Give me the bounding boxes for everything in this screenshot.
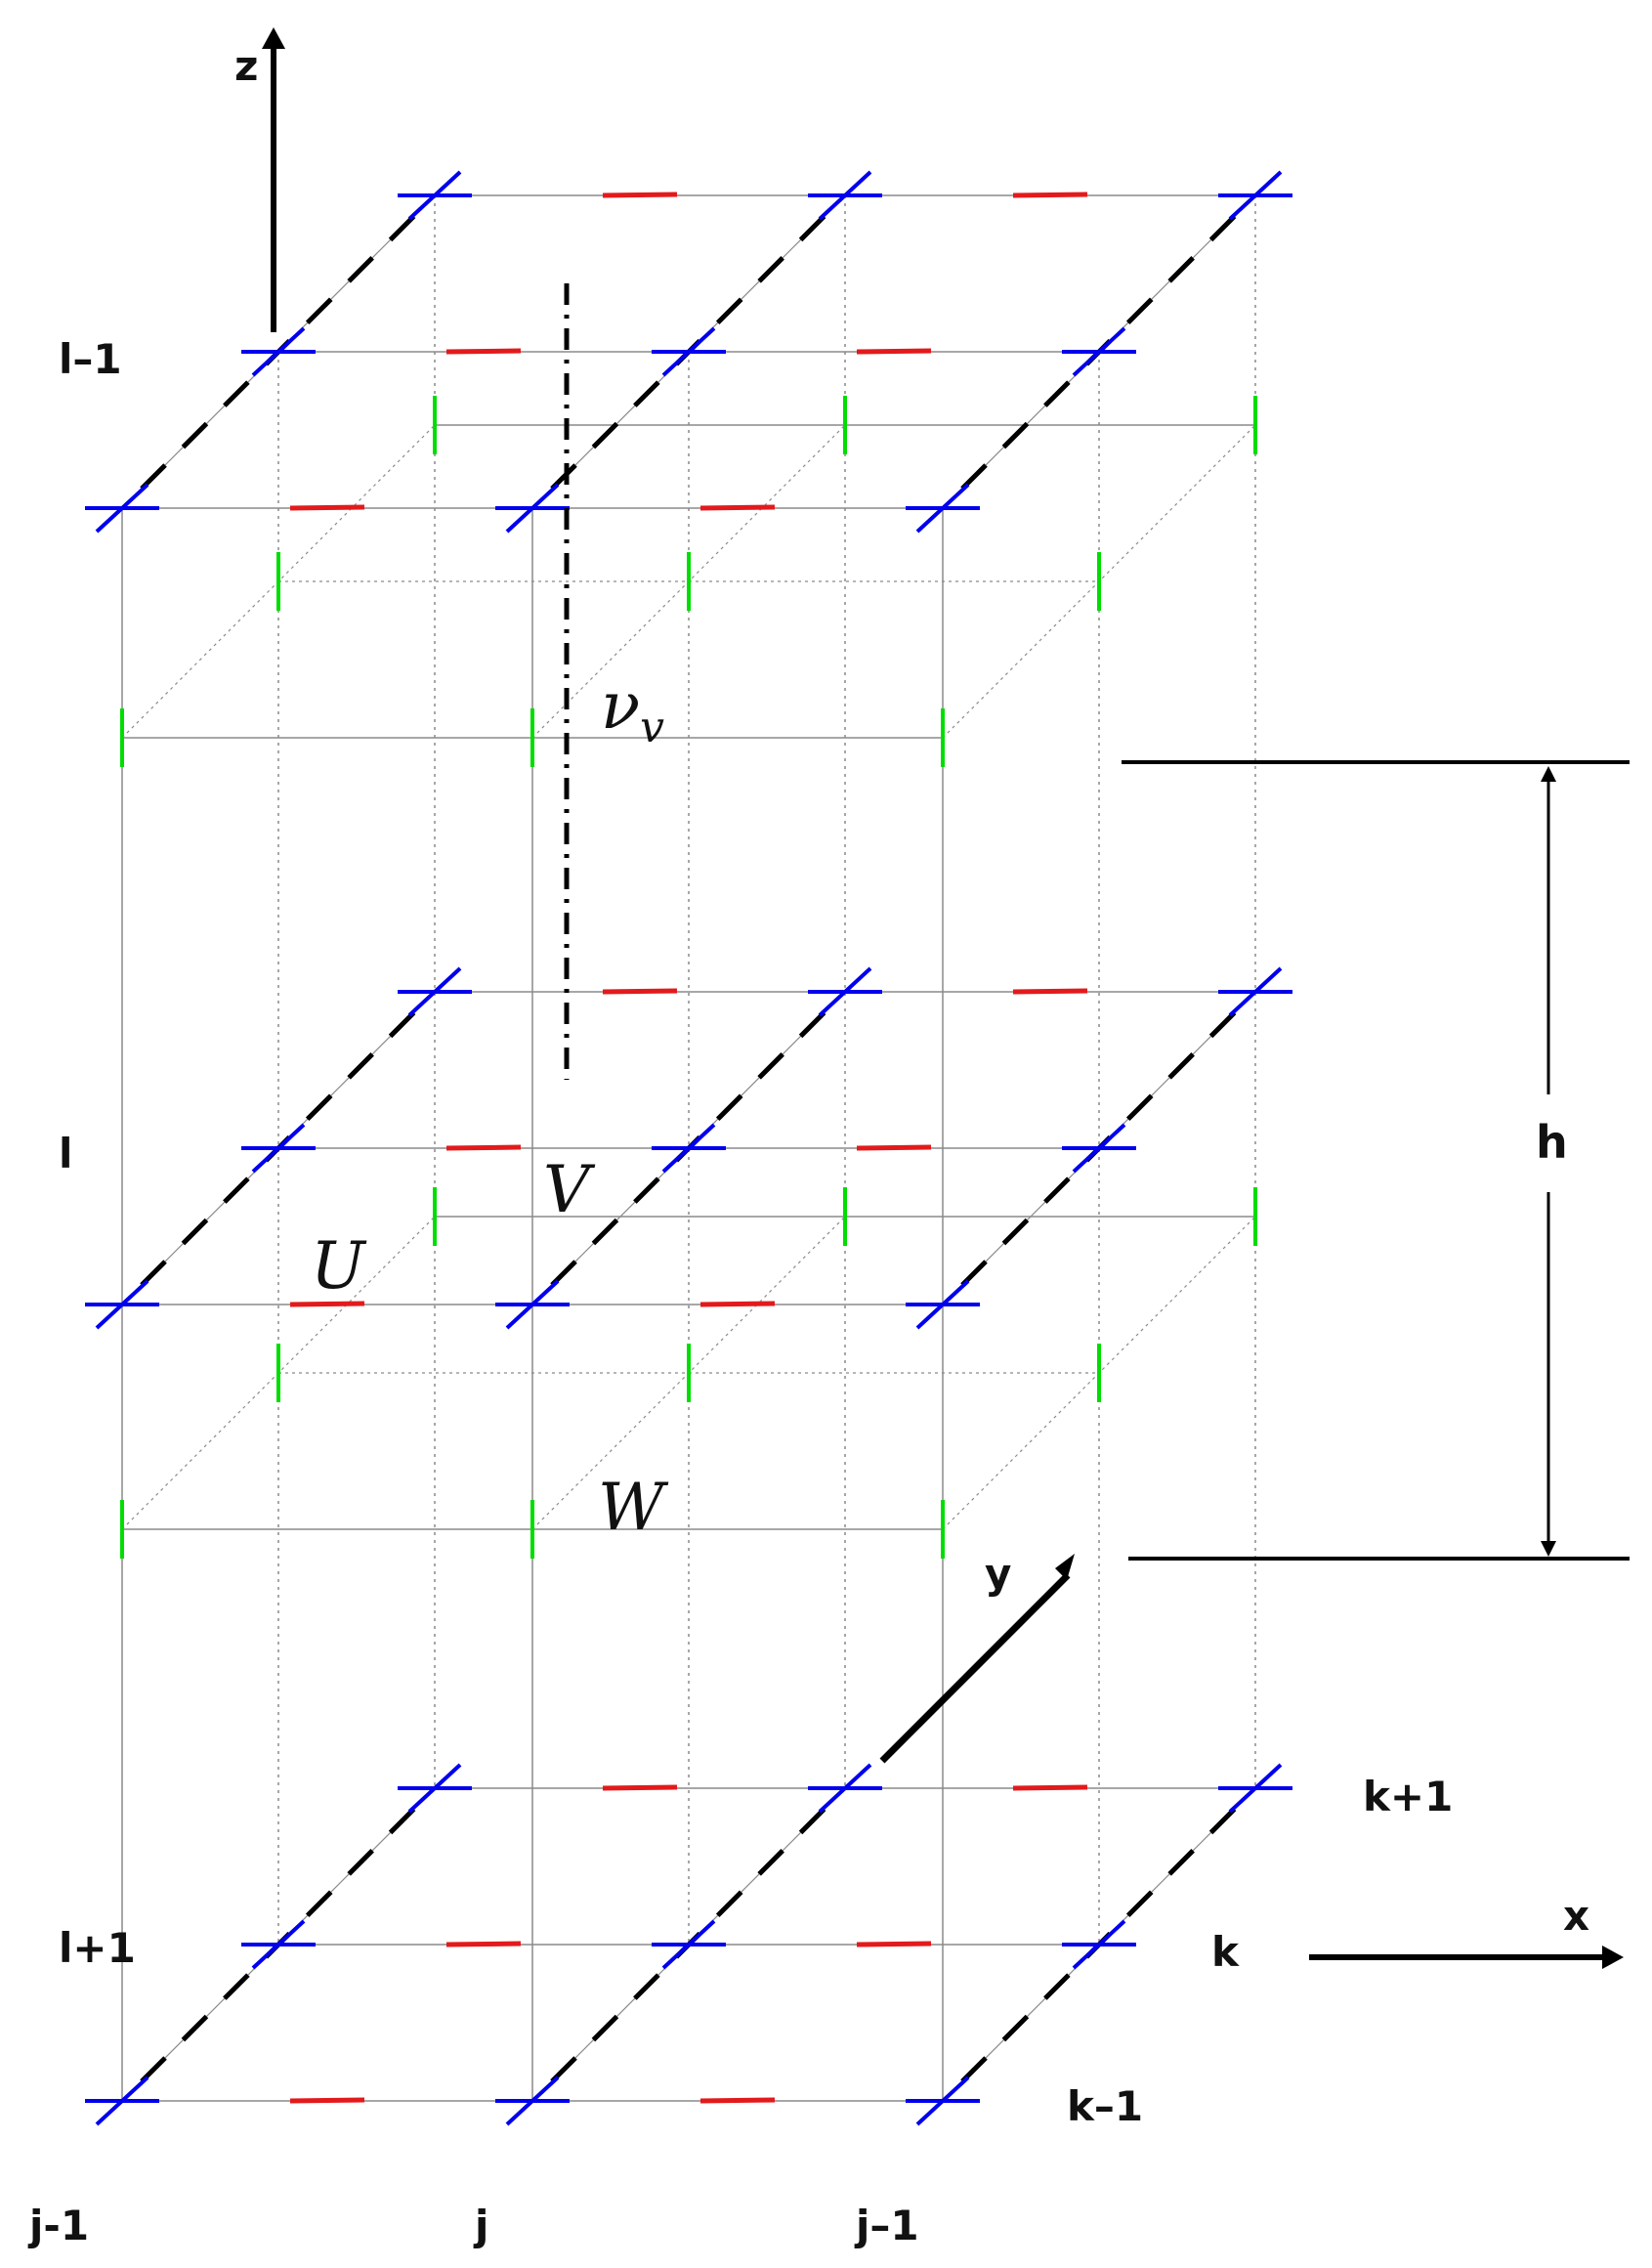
z-axis-label: z	[234, 42, 258, 90]
u-marker	[1012, 988, 1088, 995]
u-marker	[602, 988, 678, 995]
column-label-left: j-1	[27, 2202, 89, 2249]
y-axis-label: y	[985, 1550, 1011, 1598]
v-marker-slash	[661, 1919, 716, 1970]
u-marker	[602, 192, 678, 198]
v-marker-slash	[915, 1279, 970, 1330]
u-marker	[1012, 192, 1088, 198]
u-marker	[289, 2097, 365, 2104]
x-axis-label: x	[1563, 1892, 1589, 1940]
v-marker-slash	[1072, 1919, 1126, 1970]
row-label-front: k–1	[1067, 2082, 1143, 2130]
level-label-middle: l	[59, 1130, 72, 1177]
v-marker-slash	[661, 326, 716, 377]
h-arrowhead-bottom	[1541, 1541, 1556, 1557]
u-marker	[1012, 1784, 1088, 1791]
v-marker-slash	[1072, 326, 1126, 377]
v-variable-label: V	[543, 1152, 596, 1227]
y-axis-arrow	[879, 1572, 1071, 1764]
v-marker-slash	[407, 966, 462, 1017]
v-marker-slash	[1072, 1123, 1126, 1174]
v-marker-slash	[95, 1279, 149, 1330]
v-marker-slash	[505, 1279, 560, 1330]
nu-symbol: ν	[601, 668, 640, 744]
u-marker	[602, 1784, 678, 1791]
v-marker-slash	[407, 1763, 462, 1814]
row-label-middle: k	[1211, 1928, 1240, 1976]
v-marker-slash	[1228, 1763, 1283, 1814]
v-marker-slash	[915, 483, 970, 534]
u-variable-label: U	[311, 1228, 367, 1304]
u-marker	[289, 1301, 365, 1307]
row-label-back: k+1	[1363, 1773, 1453, 1820]
v-marker-slash	[505, 2075, 560, 2126]
v-marker-slash	[915, 2075, 970, 2126]
x-axis-arrowhead	[1602, 1946, 1624, 1969]
staggered-markers	[85, 170, 1292, 2126]
v-marker-slash	[1228, 170, 1283, 221]
u-marker	[856, 348, 932, 355]
v-marker-slash	[1228, 966, 1283, 1017]
u-marker	[445, 1144, 522, 1151]
v-marker-slash	[95, 483, 149, 534]
nu-v-label: νv	[601, 668, 664, 752]
h-dimension-label: h	[1536, 1116, 1568, 1169]
v-marker-slash	[818, 966, 872, 1017]
level-label-top: l–1	[59, 335, 122, 383]
v-marker-slash	[251, 326, 306, 377]
y-axis-arrowhead	[1055, 1554, 1075, 1580]
u-marker	[289, 504, 365, 511]
v-marker-slash	[661, 1123, 716, 1174]
level-label-bottom: l+1	[59, 1924, 136, 1972]
u-marker	[856, 1941, 932, 1947]
u-marker	[445, 348, 522, 355]
v-marker-slash	[407, 170, 462, 221]
w-variable-label: W	[598, 1470, 669, 1545]
v-marker-slash	[818, 1763, 872, 1814]
u-marker	[699, 1301, 776, 1307]
column-label-right: j–1	[854, 2202, 919, 2249]
z-axis-arrowhead	[262, 27, 285, 49]
u-marker	[856, 1144, 932, 1151]
u-marker	[699, 2097, 776, 2104]
h-arrowhead-top	[1541, 766, 1556, 782]
v-marker-slash	[95, 2075, 149, 2126]
v-marker-slash	[251, 1123, 306, 1174]
v-marker-slash	[818, 170, 872, 221]
nu-subscript: v	[640, 703, 664, 752]
u-marker	[699, 504, 776, 511]
v-marker-slash	[251, 1919, 306, 1970]
u-marker	[445, 1941, 522, 1947]
v-marker-slash	[505, 483, 560, 534]
column-label-middle: j	[473, 2202, 488, 2249]
